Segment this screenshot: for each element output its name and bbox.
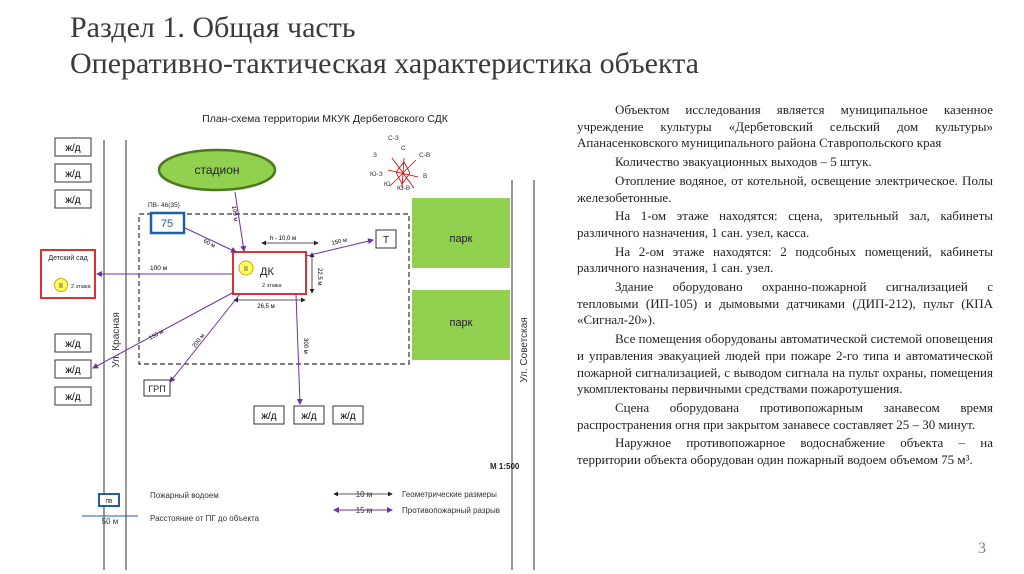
hydrant-label: ПВ- 46(35) — [148, 202, 180, 209]
park-lower: парк — [412, 290, 510, 360]
desc-paragraph-4: На 1-ом этаже находятся: сцена, зрительн… — [577, 208, 993, 240]
main-building-dk: II ДК 2 этажа — [232, 251, 307, 295]
building-label: ДК — [260, 266, 274, 278]
street-left-label: Ул. Красная — [111, 312, 122, 368]
svg-text:75: 75 — [161, 218, 173, 230]
legend-reservoir-icon — [98, 493, 120, 507]
line-hydrant-dk — [184, 227, 237, 253]
stadium: стадион — [157, 148, 277, 192]
desc-paragraph-1: Объектом исследования является муниципал… — [577, 102, 993, 151]
street-right-label: Ул. Советская — [519, 317, 530, 382]
svg-text:парк: парк — [449, 317, 472, 329]
legend-distance-sample: 50 м — [102, 517, 119, 526]
railway-box-left-1: ж/д — [54, 137, 92, 157]
h-dim-label: h - 10,0 м — [270, 236, 296, 242]
desc-paragraph-3: Отопление водяное, от котельной, освещен… — [577, 172, 993, 205]
legend-distance-text: Расстояние от ПГ до объекта — [150, 514, 260, 523]
compass-nw: С-З — [388, 135, 399, 142]
label-dk-railway: 150 м — [148, 329, 165, 342]
compass-e: В — [423, 173, 427, 180]
desc-paragraph-7: Все помещения оборудованы автоматической… — [577, 331, 993, 397]
line-dk-grp — [169, 293, 241, 383]
railway-box-left-6: ж/д — [54, 386, 92, 406]
svg-text:ж/д: ж/д — [65, 195, 80, 206]
title-line-1: Раздел 1. Общая часть — [70, 11, 356, 44]
compass-s: Ю — [384, 181, 391, 188]
scale-label: М 1:500 — [490, 462, 520, 471]
legend: ПВ Пожарный водоем 50 м Расстояние от ПГ… — [82, 490, 500, 526]
railway-box-bottom-2: ж/д — [293, 405, 325, 425]
compass-n: С — [401, 145, 406, 152]
desc-paragraph-8: Сцена оборудована противопожарным занаве… — [577, 399, 993, 432]
label-dk-railway-bottom: 300 м — [302, 338, 308, 354]
desc-paragraph-9: Наружное противопожарное водоснабжение о… — [577, 435, 993, 468]
grp-box: ГРП — [143, 379, 171, 397]
site-plan-svg: План-схема территории МКУК Дербетовского… — [40, 113, 535, 570]
svg-text:ПВ: ПВ — [106, 499, 114, 505]
svg-text:2 этажа: 2 этажа — [71, 284, 91, 290]
svg-text:II: II — [59, 283, 63, 290]
railway-box-left-5: ж/д — [54, 359, 92, 379]
railway-box-left-4: ж/д — [54, 333, 92, 353]
railway-box-bottom-1: ж/д — [253, 405, 285, 425]
compass-se: Ю-В — [397, 185, 410, 192]
title-line-2: Оперативно-тактическая характеристика об… — [70, 47, 699, 80]
page-number: 3 — [978, 540, 986, 557]
svg-text:ж/д: ж/д — [65, 143, 80, 154]
slide-title: Раздел 1. Общая часть Оперативно-тактиче… — [70, 10, 699, 82]
site-plan-diagram: План-схема территории МКУК Дербетовского… — [0, 100, 560, 574]
svg-text:ж/д: ж/д — [301, 411, 316, 422]
compass-w: З — [373, 152, 377, 159]
territory-boundary — [138, 213, 410, 365]
line-dk-railway-bottom — [295, 293, 303, 405]
fire-reservoir: 75 — [149, 211, 186, 235]
label-hydrant-dk: 60 м — [202, 238, 216, 249]
label-dk-transformer: 150 м — [331, 238, 348, 247]
svg-text:ж/д: ж/д — [261, 411, 276, 422]
svg-text:ж/д: ж/д — [65, 365, 80, 376]
railway-box-bottom-3: ж/д — [332, 405, 364, 425]
railway-box-left-2: ж/д — [54, 163, 92, 183]
legend-firebreak-text: Противопожарный разрыв — [402, 506, 500, 515]
svg-text:стадион: стадион — [194, 163, 239, 177]
svg-text:ж/д: ж/д — [65, 339, 80, 350]
svg-text:парк: парк — [449, 233, 472, 245]
railway-box-left-3: ж/д — [54, 189, 92, 209]
compass-ne: С-В — [419, 152, 430, 159]
svg-text:ГРП: ГРП — [148, 384, 165, 394]
svg-text:Т: Т — [383, 235, 389, 246]
svg-text:II: II — [244, 266, 248, 273]
svg-text:ж/д: ж/д — [65, 169, 80, 180]
svg-text:ж/д: ж/д — [340, 411, 355, 422]
kindergarten-label: Детский сад — [48, 254, 87, 262]
desc-paragraph-2: Количество эвакуационных выходов – 5 шту… — [615, 154, 872, 170]
label-stadium-dk: 100 м — [230, 205, 238, 221]
line-dk-transformer — [305, 238, 374, 257]
legend-geom-text: Геометрические размеры — [402, 490, 497, 499]
legend-firebreak-sample: 15 м — [356, 506, 373, 515]
label-dk-kindergarten: 100 м — [150, 265, 168, 272]
compass-sw: Ю-З — [370, 171, 383, 178]
line-dk-railway — [92, 291, 235, 369]
legend-geom-sample: 10 м — [356, 490, 373, 499]
line-stadium-dk — [234, 191, 247, 252]
building-floors: 2 этажа — [262, 283, 282, 289]
compass-rose: С-З С С-В З В Ю-З Ю Ю-В — [370, 135, 430, 192]
svg-text:ж/д: ж/д — [65, 392, 80, 403]
scheme-title: План-схема территории МКУК Дербетовского… — [202, 113, 449, 125]
width-dim-label: 26,5 м — [257, 304, 274, 310]
label-dk-grp: 200 м — [192, 333, 206, 349]
transformer: Т — [375, 229, 397, 249]
kindergarten: Детский сад II 2 этажа — [40, 249, 96, 299]
object-description: Объектом исследования является муниципал… — [577, 102, 993, 471]
height-dim-label: 22,5 м — [316, 268, 322, 285]
park-upper: парк — [412, 198, 510, 268]
desc-paragraph-5: На 2-ом этаже находятся: 2 подсобных пом… — [577, 243, 993, 276]
desc-paragraph-6: Здание оборудовано охранно-пожарной сигн… — [577, 279, 993, 328]
legend-reservoir-text: Пожарный водоем — [150, 491, 219, 500]
